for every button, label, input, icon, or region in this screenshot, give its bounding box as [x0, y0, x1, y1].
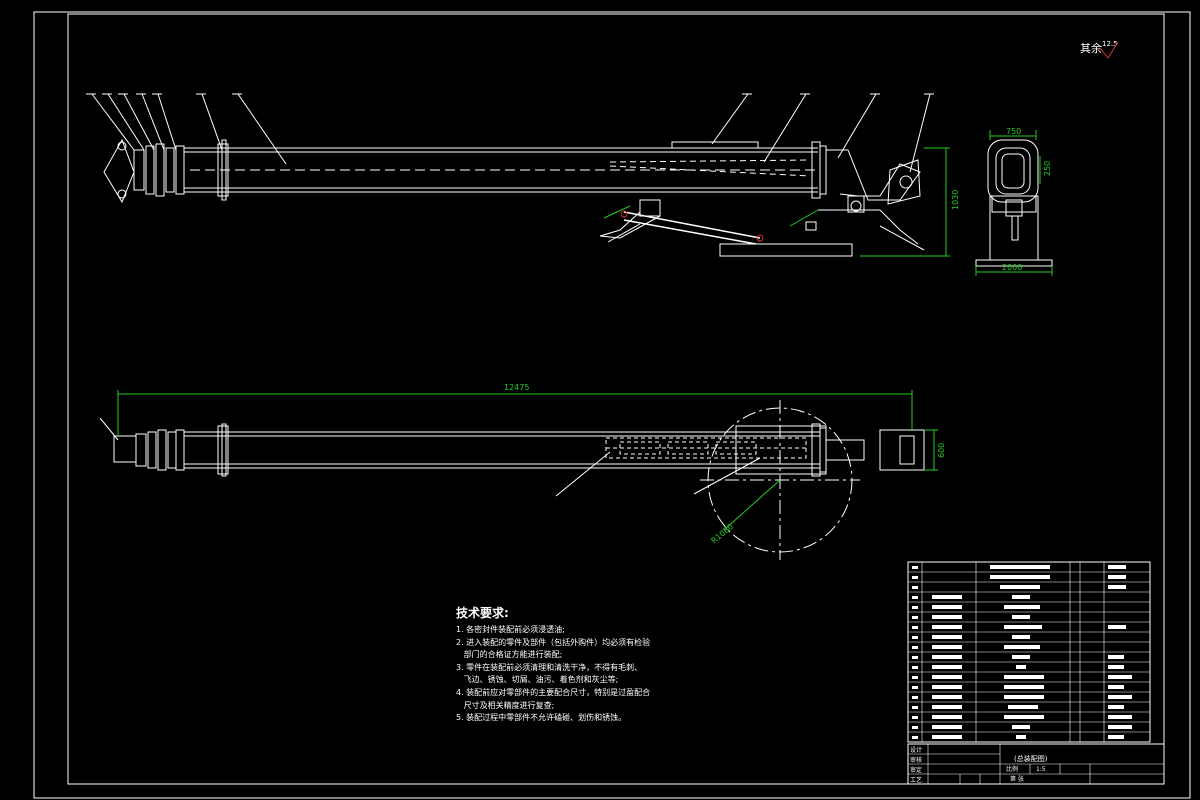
- title-block-row-2: 审核: [910, 756, 922, 764]
- inner-border: [67, 13, 1165, 785]
- roughness-value: 12.5: [1102, 40, 1118, 48]
- side-base-width-dim: 2000: [1002, 263, 1022, 272]
- side-view-dimensions: [975, 130, 1053, 276]
- tech-requirement-3: 3. 零件在装配前必须清理和清洗干净，不得有毛刺、: [456, 662, 643, 672]
- tech-requirements: 技术要求: 1. 各密封件装配前必须浸透油; 2. 进入装配的零件及部件（包括外…: [456, 604, 650, 725]
- slew-radius-dim: R1080: [710, 522, 736, 546]
- outer-border: [33, 11, 1191, 799]
- drawing-title: (总装配图): [1014, 754, 1048, 763]
- tech-requirement-4b: 尺寸及相关精度进行复查;: [456, 700, 555, 710]
- plan-view: [99, 400, 925, 560]
- tech-requirement-2: 2. 进入装配的零件及部件（包括外购件）均必须有检验: [456, 637, 651, 647]
- title-block-row-1: 设计: [910, 746, 922, 754]
- roughness-label: 其余: [1080, 41, 1102, 55]
- side-width-dim: 750: [1006, 127, 1021, 136]
- side-view: [975, 139, 1053, 267]
- plan-length-dim: 12475: [504, 383, 529, 392]
- title-block: [907, 743, 1165, 785]
- side-height-dim: 250: [1043, 161, 1052, 176]
- plan-dimensions: [117, 390, 938, 531]
- tech-requirements-title: 技术要求:: [456, 606, 509, 620]
- tech-requirement-2b: 部门的合格证方能进行装配;: [456, 650, 563, 660]
- elevation-dimensions: [603, 147, 950, 257]
- parts-list: [907, 561, 1151, 743]
- title-block-row-3: 审定: [910, 766, 922, 774]
- tech-requirement-1: 1. 各密封件装配前必须浸透油;: [456, 625, 565, 634]
- title-block-row-4: 工艺: [910, 776, 922, 784]
- elevation-height-dim: 1030: [951, 190, 960, 210]
- elevation-view: [86, 93, 934, 257]
- tech-requirement-5: 5. 装配过程中零部件不允许磕碰、划伤和锈蚀。: [456, 713, 627, 723]
- tech-requirement-3b: 飞边、锈蚀、切屑、油污、着色剂和灰尘等;: [456, 675, 619, 685]
- plan-width-dim: 600: [937, 443, 946, 458]
- tech-requirement-4: 4. 装配前应对零部件的主要配合尺寸，特别是过盈配合: [456, 687, 651, 697]
- scale-label: 比例: [1006, 765, 1018, 773]
- roughness-symbol: 其余 12.5: [1080, 40, 1119, 59]
- scale-value: 1:5: [1036, 766, 1046, 773]
- sheet-label: 第 张: [1010, 775, 1024, 783]
